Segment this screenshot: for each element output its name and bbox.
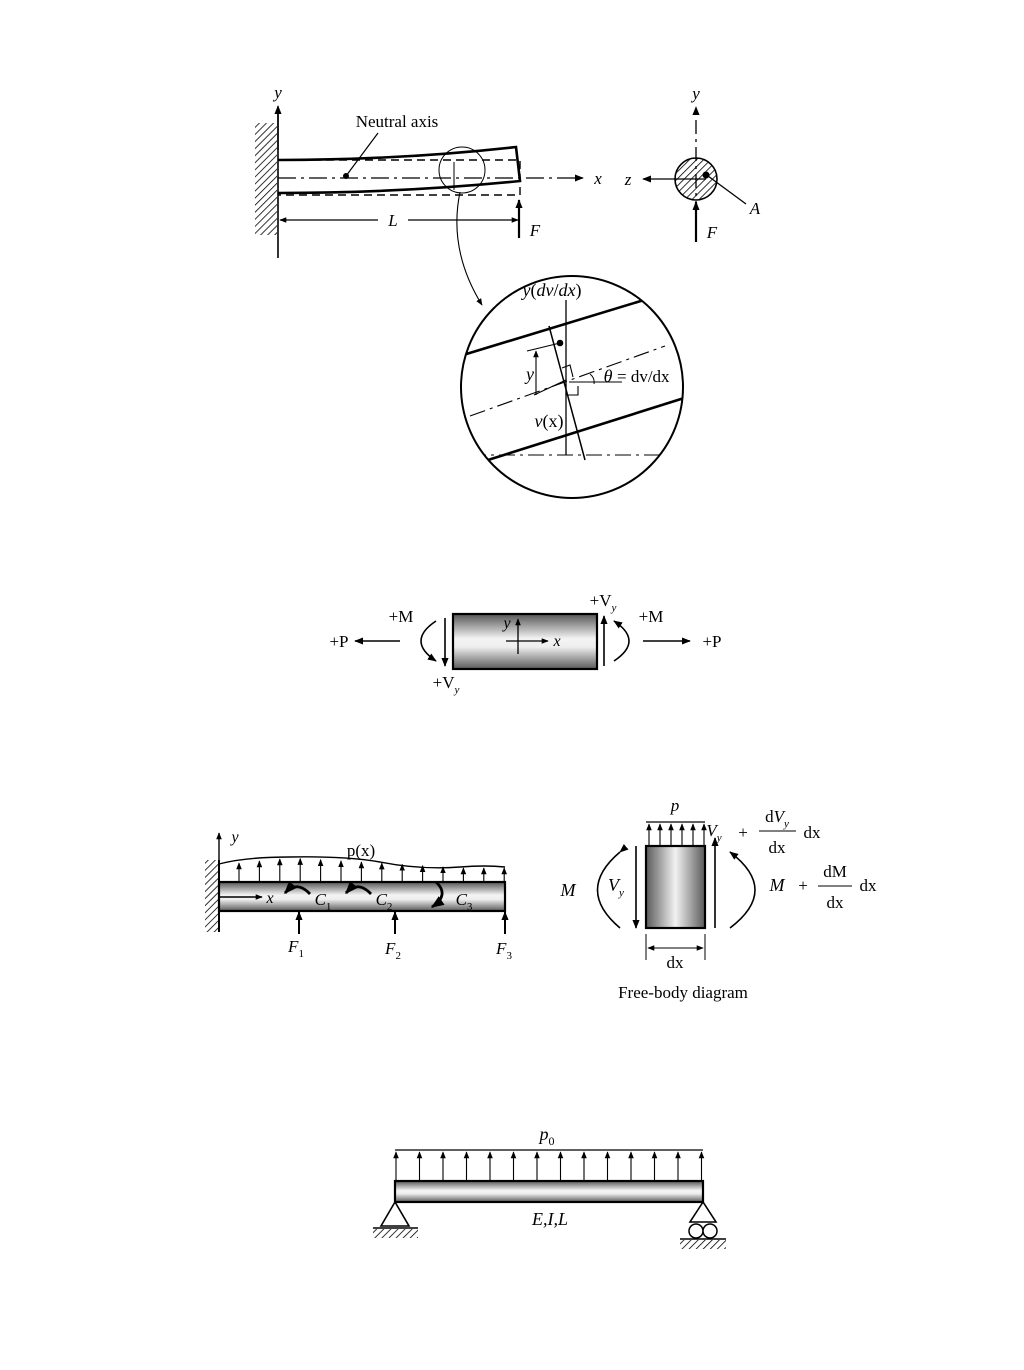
distributed-load-curve [218,856,506,869]
figure-cantilever-beam: y x Neutral axis L F [255,83,602,306]
fbd-dm-numerator: dM [823,862,847,881]
fbd-dvy-dx: dx [804,823,822,842]
roller-wheel-left [688,1223,704,1239]
force-f2-label: F2 [384,939,401,962]
y-axis-label: y [272,83,282,102]
slope-offset-label: y(dv/dx) [520,280,581,301]
moment-right-label: +M [639,607,664,626]
fbd-left-moment-label: M [560,880,577,900]
detail-circle-frame [460,275,684,499]
axial-force-left-label: +P [329,632,348,651]
section-z-label: z [624,170,632,189]
right-angle-marker-bottom [565,384,579,396]
point-a-leader [707,175,747,205]
circular-cross-section [674,157,718,201]
moment-left-arc [420,620,437,662]
fbd-left-moment-arc [596,844,629,929]
moment-right-arc [613,620,630,662]
detail-rotated-section [548,325,586,461]
couple-c2-arc [344,880,373,895]
fig3-wall-hatch [205,860,219,932]
deflected-beam-outline [277,145,522,195]
callout-leader-arrow [456,191,483,306]
couple-c1-label: C1 [315,890,332,913]
figure-sign-convention: y x +P +P +M +M +Vy +Vy [329,591,721,696]
right-angle-marker-top [561,364,574,378]
point-a-label: A [749,199,761,218]
pin-ground-hatch [373,1229,418,1238]
distributed-load-arrows [236,857,508,882]
local-x-label: x [552,633,560,650]
force-f1-label: F1 [287,937,304,960]
x-axis-label: x [593,169,602,188]
theta-equation: = dv/dx [617,367,670,386]
fbd-dm-denominator: dx [827,893,845,912]
fbd-caption: Free-body diagram [618,983,748,1002]
fbd-dm-dx: dx [860,876,878,895]
roller-ground-hatch [680,1240,726,1249]
uniform-load-arrows [393,1151,705,1181]
figure-cross-section: y z A F [624,84,761,242]
pin-support [379,1200,411,1227]
couple-c3-arc [430,880,445,909]
point-a-dot [702,171,710,179]
force-f3-label: F3 [495,939,512,962]
fbd-dvy-numerator: dVy [765,807,789,830]
fbd-right-shear-label: Vy [706,821,721,844]
distributed-load-label: p(x) [347,841,375,860]
fbd-load-label: p [670,796,680,815]
theta-arc [589,373,595,385]
neutral-axis-label: Neutral axis [356,112,439,131]
theta-symbol: θ [604,366,613,386]
detail-y-dimension-base [533,379,567,396]
deflection-label: v(x) [535,411,564,432]
fbd-left-shear-label: Vy [608,875,624,899]
fig3-y-label: y [229,829,239,846]
figure-loaded-cantilever: y x p(x) C1 C2 C3 F1 F2 F3 [205,829,512,962]
uniform-load-label: p0 [538,1124,555,1148]
figure-detail-view: y(dv/dx) y θ = dv/dx v(x) [460,275,684,499]
roller-support [688,1200,718,1223]
local-y-label: y [501,615,511,632]
fbd-right-moment-arc [729,851,756,929]
fbd-shear-plus: + [738,823,748,842]
figure-free-body-diagram: p Vy M Vy + dVy dx dx M + dM dx dx dx Fr… [560,796,878,1002]
detail-y-dimension-top [526,342,561,352]
length-label: L [387,211,397,230]
roller-wheel-right [702,1223,718,1239]
axial-force-right-label: +P [702,632,721,651]
shear-left-label: +Vy [433,673,460,696]
section-y-label: y [690,84,700,103]
simply-supported-beam [393,1179,705,1204]
fbd-dvy-denominator: dx [769,838,787,857]
couple-c2-label: C2 [376,890,393,913]
fbd-right-moment-label: M [769,875,786,895]
shear-right-label: +Vy [590,591,617,614]
fig3-x-label: x [265,890,273,907]
wall-support-hatch [255,123,277,235]
neutral-axis-dot [343,173,349,179]
neutral-axis-leader [345,132,379,177]
detail-callout-circle [438,146,486,194]
section-force-label: F [706,223,718,242]
detail-y-label: y [524,364,534,384]
couple-c1-arc [283,880,312,895]
beam-properties-label: E,I,L [531,1209,568,1229]
fbd-moment-plus: + [798,876,808,895]
detail-bottom-surface [461,391,683,474]
detail-neutral-axis [469,345,666,417]
figure-simply-supported-beam: p0 E,I,L [373,1124,726,1249]
fbd-load-arrows [646,823,707,846]
fbd-element [644,844,707,930]
moment-left-label: +M [389,607,414,626]
tip-force-label: F [529,221,541,240]
fbd-dx-label: dx [667,953,685,972]
couple-c3-label: C3 [456,890,473,913]
